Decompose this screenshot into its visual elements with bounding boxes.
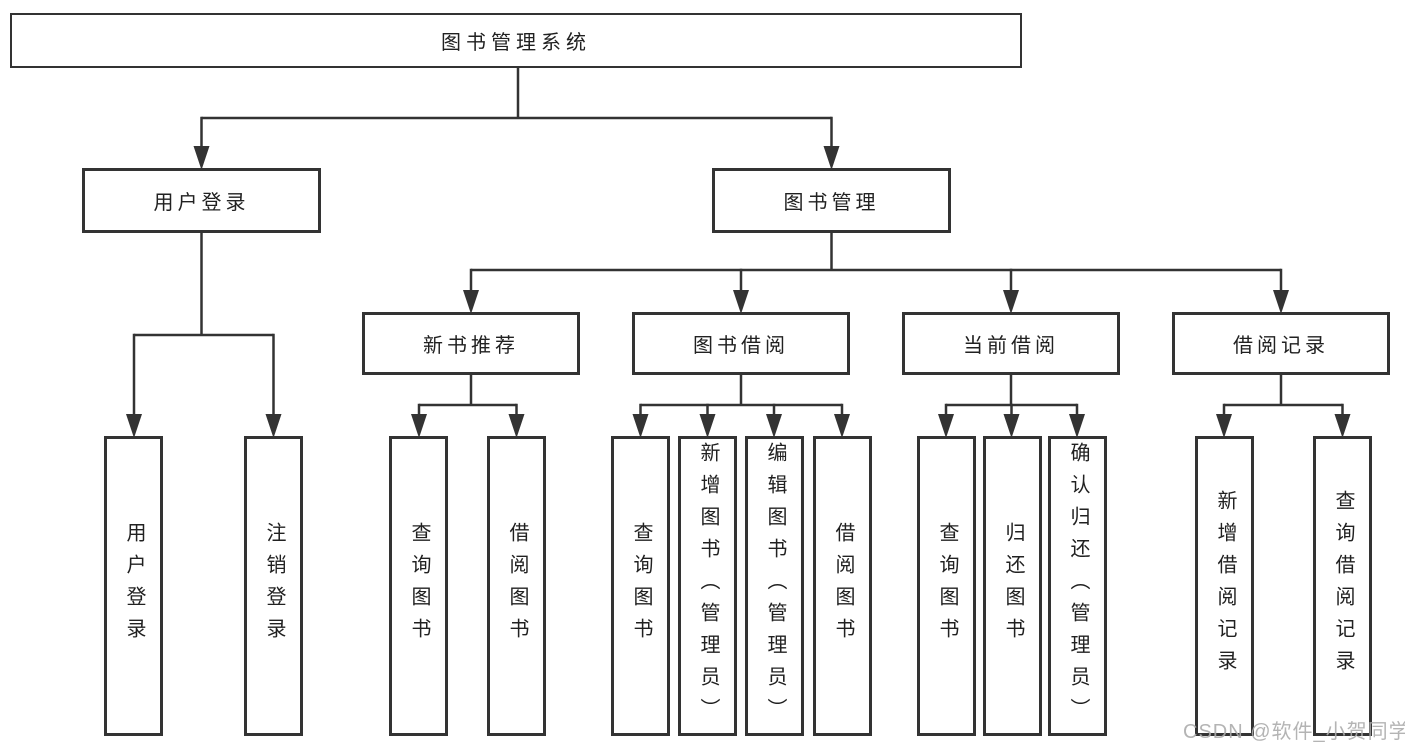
node-borrow-records: 借阅记录 (1172, 312, 1390, 375)
leaf-query-books-current: 查询图书 (917, 436, 976, 736)
leaf-borrow-books: 借阅图书 (813, 436, 872, 736)
node-book-borrow: 图书借阅 (632, 312, 850, 375)
node-book-management: 图书管理 (712, 168, 951, 233)
leaf-borrow-books-recommend: 借阅图书 (487, 436, 546, 736)
node-library-management-system: 图书管理系统 (10, 13, 1022, 68)
leaf-query-borrow-record: 查询借阅记录 (1313, 436, 1372, 736)
leaf-add-book-admin: 新增图书（管理员） (678, 436, 737, 736)
leaf-return-book: 归还图书 (983, 436, 1042, 736)
leaf-logout: 注销登录 (244, 436, 303, 736)
node-current-borrow: 当前借阅 (902, 312, 1120, 375)
leaf-query-books-recommend: 查询图书 (389, 436, 448, 736)
leaf-user-login: 用户登录 (104, 436, 163, 736)
watermark: CSDN @软件_小贺同学 (1183, 721, 1405, 743)
leaf-query-books-borrow: 查询图书 (611, 436, 670, 736)
leaf-add-borrow-record: 新增借阅记录 (1195, 436, 1254, 736)
leaf-confirm-return-admin: 确认归还（管理员） (1048, 436, 1107, 736)
node-user-login: 用户登录 (82, 168, 321, 233)
leaf-edit-book-admin: 编辑图书（管理员） (745, 436, 804, 736)
node-new-book-recommend: 新书推荐 (362, 312, 580, 375)
